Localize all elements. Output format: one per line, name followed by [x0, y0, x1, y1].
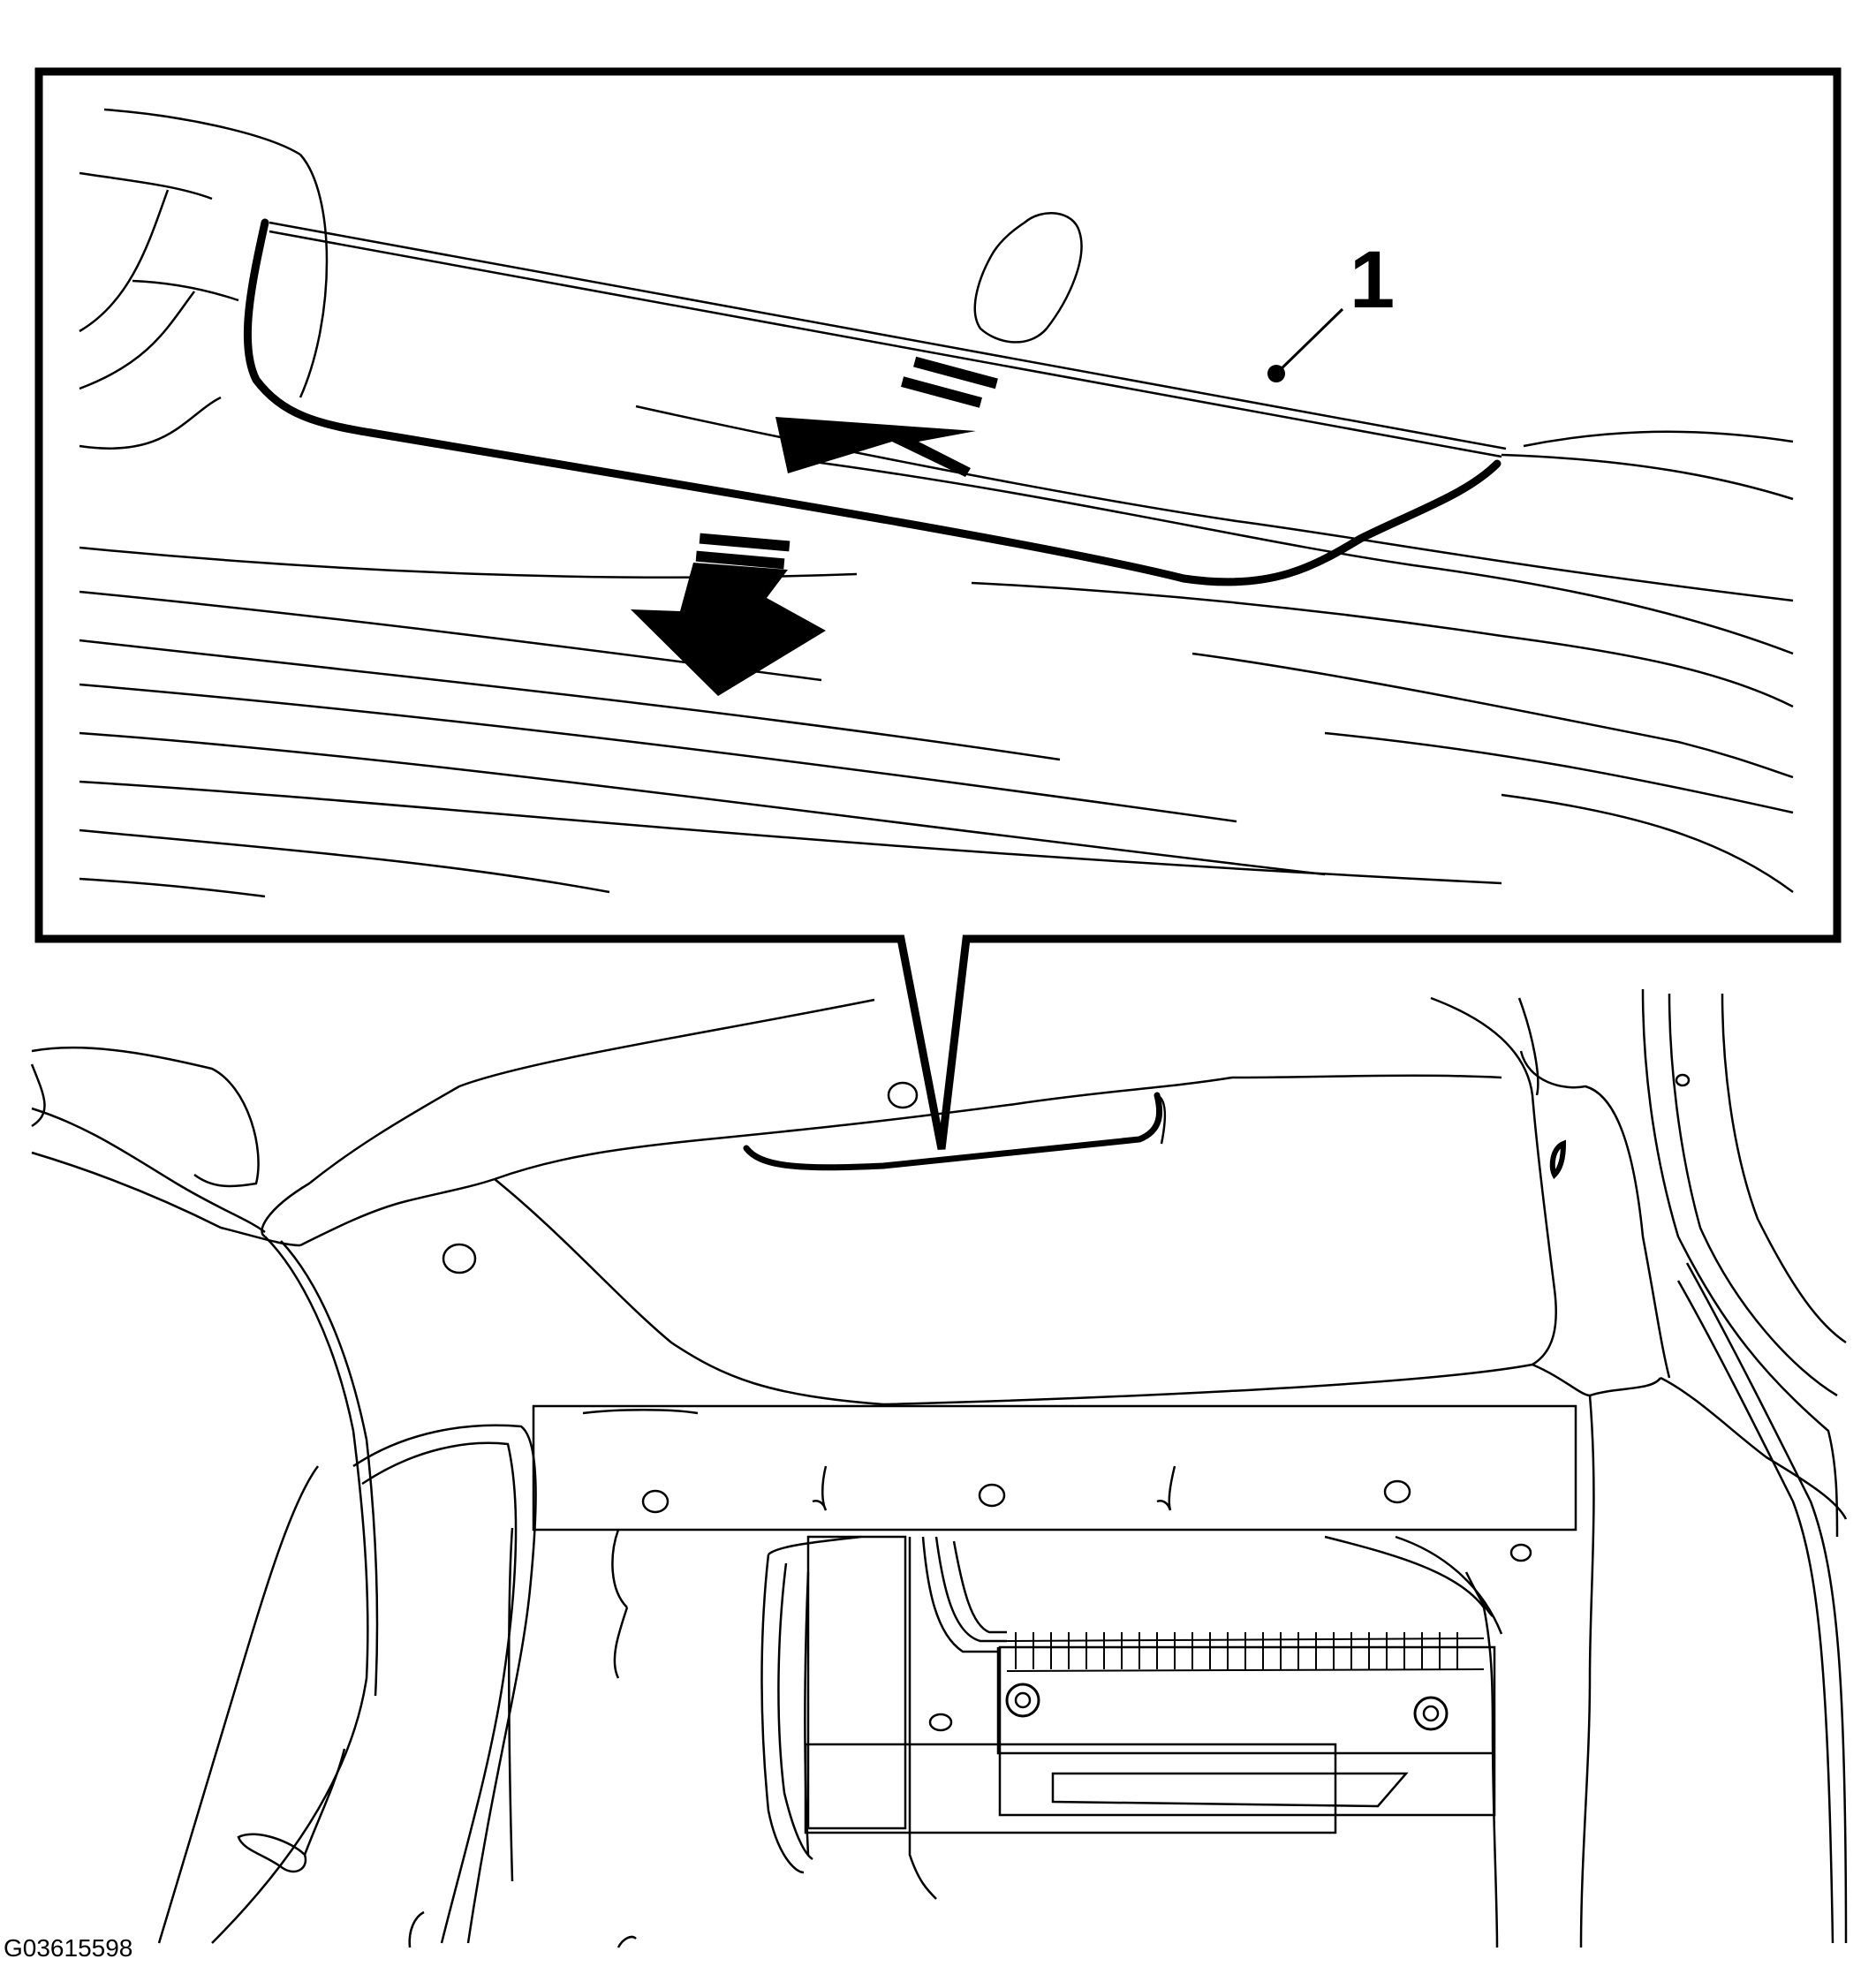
sunshade-overview-edge: [746, 1095, 1160, 1168]
bolt-right-icon: [1415, 1698, 1447, 1729]
connector-teeth: [1007, 1632, 1484, 1671]
sunshade-panel: [247, 213, 1506, 582]
headliner-contours: [79, 110, 1793, 896]
cargo-cross-bar: [533, 1406, 1576, 1530]
callout-number: 1: [1350, 235, 1395, 325]
figure-id: G03615598: [4, 1934, 133, 1962]
arrow-down-icon: [631, 563, 826, 696]
arrow-left-icon: [775, 417, 976, 477]
vehicle-interior-overview: [32, 989, 1846, 1948]
detail-inset: [79, 110, 1793, 896]
callout-leader: [1276, 309, 1343, 374]
bolt-left-icon: [1007, 1684, 1039, 1716]
rear-bracket: [930, 1632, 1494, 1815]
detail-inset-frame: [39, 72, 1837, 1149]
removal-direction-arrows: [631, 356, 998, 696]
callout-1: [1267, 309, 1343, 382]
